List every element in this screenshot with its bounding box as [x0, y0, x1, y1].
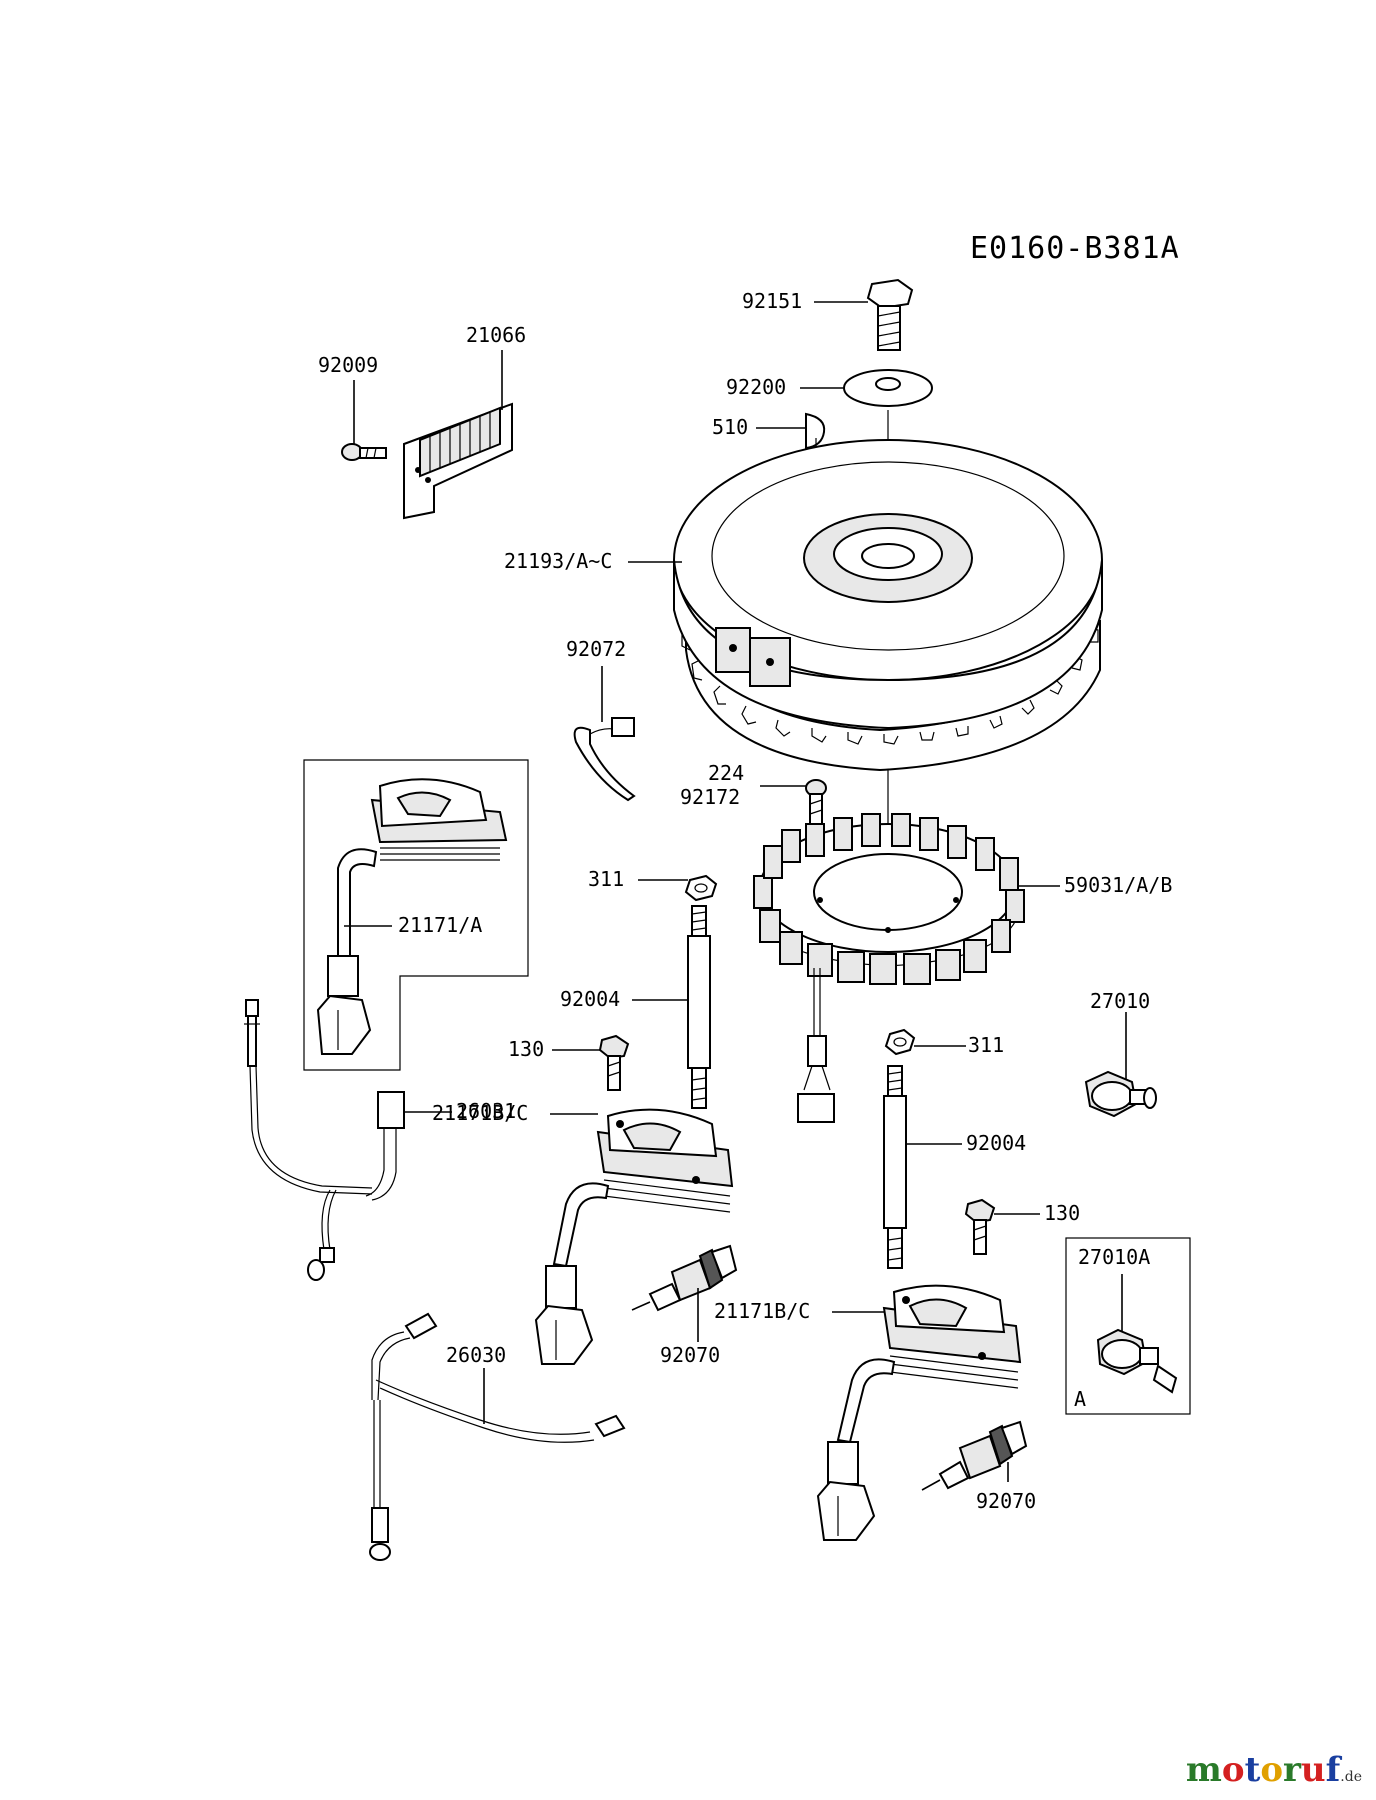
stator-lead-connector [797, 968, 835, 1123]
bolt-92151 [866, 278, 914, 351]
watermark-o1: o [1221, 1750, 1245, 1790]
watermark-t: t [1244, 1750, 1261, 1790]
label-92070-right: 92070 [976, 1489, 1036, 1513]
label-21171bc-left: 21171B/C [432, 1101, 528, 1125]
watermark-u: u [1300, 1750, 1326, 1790]
watermark-f: f [1325, 1750, 1341, 1790]
label-311-top: 311 [588, 867, 624, 891]
label-A: A [1074, 1387, 1086, 1411]
spark-plug-92070-left [631, 1244, 738, 1312]
screw-92172 [805, 779, 827, 825]
label-92072: 92072 [566, 637, 626, 661]
watermark-o2: o [1260, 1750, 1283, 1790]
clip-92072 [573, 717, 636, 802]
oil-switch-27010 [1084, 1070, 1157, 1118]
stud-92004-right [883, 1065, 907, 1269]
label-21066: 21066 [466, 323, 526, 347]
regulator-21066 [403, 402, 513, 520]
inset-box-27010a [1065, 1237, 1191, 1415]
label-92200: 92200 [726, 375, 786, 399]
label-92004-right: 92004 [966, 1131, 1026, 1155]
label-92004-left: 92004 [560, 987, 620, 1011]
washer-92200 [843, 369, 933, 407]
nut-311-top [684, 874, 718, 902]
label-21171a: 21171/A [398, 913, 482, 937]
label-21171bc-right: 21171B/C [714, 1299, 810, 1323]
label-311-right: 311 [968, 1033, 1004, 1057]
nut-311-right [884, 1028, 916, 1056]
ignition-coil-21171bc-left [534, 1108, 734, 1365]
spark-plug-92070-right [921, 1420, 1028, 1491]
label-130-right: 130 [1044, 1201, 1080, 1225]
diagram-code: E0160-B381A [970, 231, 1180, 266]
label-27010a: 27010A [1078, 1245, 1150, 1269]
label-21193: 21193/A~C [504, 549, 612, 573]
label-26031: 26031 [456, 1099, 516, 1123]
ignition-coil-21171a [316, 778, 508, 1055]
label-510: 510 [712, 415, 748, 439]
label-27010: 27010 [1090, 989, 1150, 1013]
bolt-130-left [598, 1034, 630, 1091]
label-92151: 92151 [742, 289, 802, 313]
motoruf-watermark: motoruf.de [1186, 1750, 1362, 1790]
harness-26031 [244, 999, 405, 1281]
label-92009: 92009 [318, 353, 378, 377]
label-92172: 92172 [680, 785, 740, 809]
key-510 [805, 412, 826, 450]
ignition-coil-21171bc-right [816, 1284, 1022, 1541]
stud-92004-left [687, 905, 711, 1109]
inset-box-21171a [303, 759, 529, 1071]
watermark-r: r [1283, 1750, 1301, 1790]
watermark-domain: .de [1340, 1769, 1362, 1785]
label-130-left: 130 [508, 1037, 544, 1061]
label-92070-left: 92070 [660, 1343, 720, 1367]
oil-switch-27010a [1096, 1328, 1178, 1394]
label-224: 224 [708, 761, 744, 785]
label-59031: 59031/A/B [1064, 873, 1172, 897]
label-26030: 26030 [446, 1343, 506, 1367]
bolt-130-right [964, 1198, 996, 1255]
watermark-m: m [1185, 1750, 1222, 1790]
stator-59031 [753, 813, 1025, 985]
screw-92009 [341, 443, 387, 461]
flywheel-21193 [673, 439, 1103, 772]
harness-26030 [369, 1312, 626, 1561]
